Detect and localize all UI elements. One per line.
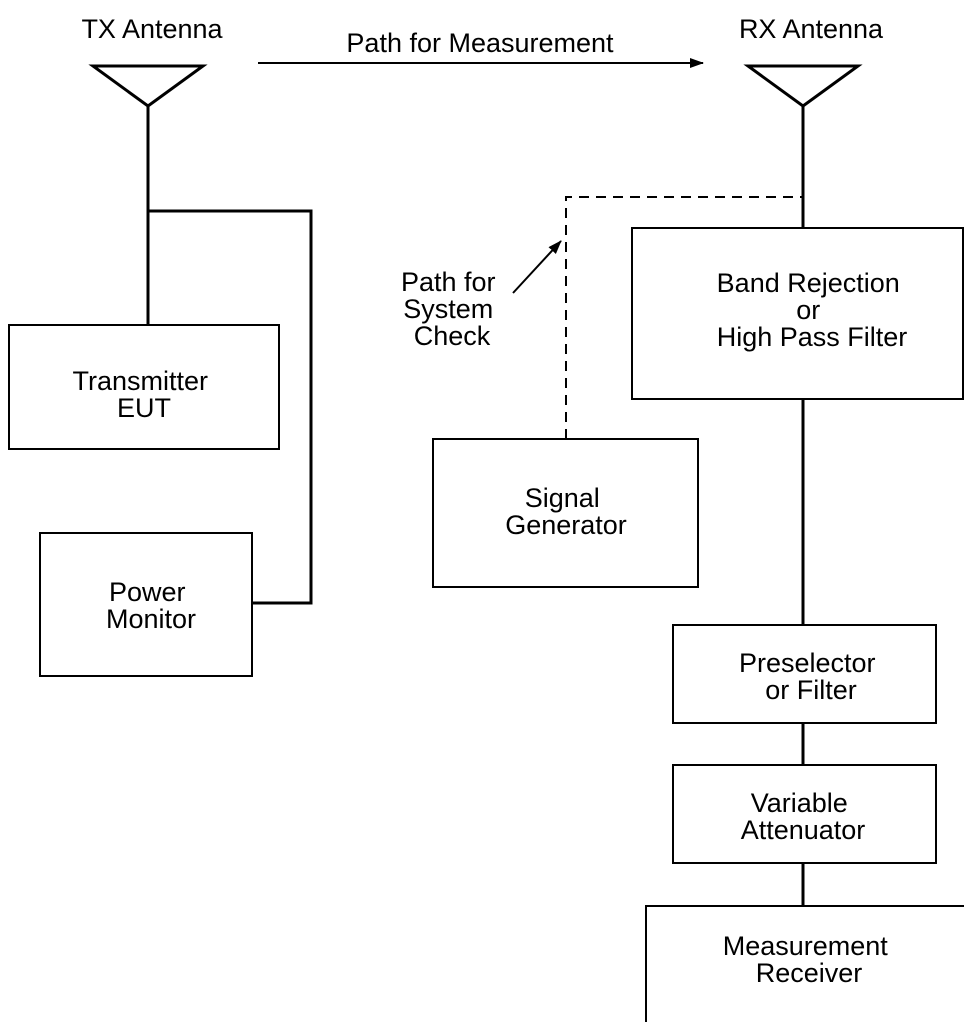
signal-generator-label: Signal Generator bbox=[505, 483, 627, 540]
system-check-pointer-arrow bbox=[512, 240, 562, 294]
tx-antenna-icon bbox=[88, 64, 208, 108]
rx-antenna-label: RX Antenna bbox=[739, 14, 884, 44]
transmitter-eut-label: Transmitter EUT bbox=[72, 366, 215, 423]
power-monitor-label: Power Monitor bbox=[106, 577, 196, 634]
preselector-filter-label: Preselector or Filter bbox=[739, 648, 883, 705]
transmitter-eut-box bbox=[8, 324, 280, 450]
path-for-system-check-label: Path for System Check bbox=[401, 267, 503, 351]
measurement-receiver-label: Measurement Receiver bbox=[723, 931, 896, 988]
system-check-dashed-path bbox=[565, 196, 803, 439]
power-monitor-tap-line bbox=[148, 209, 313, 605]
power-monitor-box bbox=[39, 532, 253, 677]
measurement-receiver-box bbox=[645, 905, 964, 1022]
rx-antenna-icon bbox=[743, 64, 863, 108]
path-for-measurement-label: Path for Measurement bbox=[346, 28, 614, 58]
variable-attenuator-label: Variable Attenuator bbox=[741, 788, 866, 845]
tx-antenna-label: TX Antenna bbox=[81, 14, 223, 44]
band-rejection-filter-box bbox=[631, 227, 964, 400]
band-rejection-filter-label: Band Rejection or High Pass Filter bbox=[717, 268, 908, 352]
